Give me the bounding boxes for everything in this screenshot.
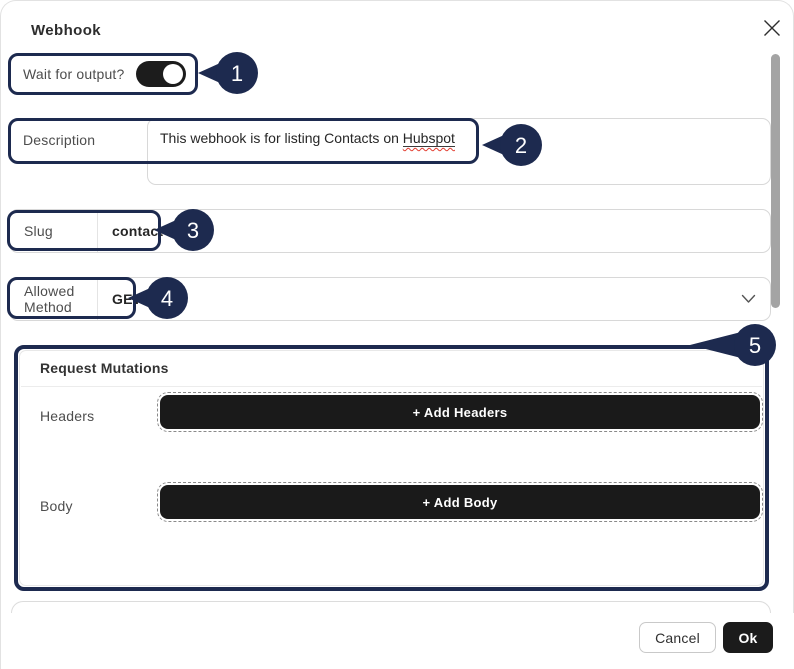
- svg-text:3: 3: [187, 218, 199, 243]
- allowed-method-label: Allowed Method: [24, 283, 75, 315]
- description-text: This webhook is for listing Contacts on: [160, 130, 403, 146]
- body-label: Body: [40, 498, 73, 514]
- slug-label-cell: Slug: [10, 210, 98, 252]
- cancel-button[interactable]: Cancel: [639, 622, 716, 653]
- request-mutations-card: [19, 350, 764, 586]
- annotation-callout-3: 3: [154, 209, 214, 251]
- svg-text:1: 1: [231, 61, 243, 86]
- vertical-scrollbar-thumb[interactable]: [771, 54, 780, 308]
- svg-text:4: 4: [161, 286, 173, 311]
- annotation-callout-1: 1: [198, 52, 258, 94]
- request-mutations-title: Request Mutations: [40, 360, 169, 376]
- close-button[interactable]: [759, 17, 785, 43]
- request-mutations-section: Request Mutations Headers + Add Headers …: [14, 345, 769, 591]
- section-divider: [21, 386, 762, 387]
- chevron-down-icon[interactable]: [741, 294, 756, 304]
- add-body-button[interactable]: + Add Body: [157, 482, 763, 522]
- wait-for-output-label: Wait for output?: [23, 66, 125, 82]
- ok-button[interactable]: Ok: [723, 622, 773, 653]
- wait-for-output-row: Wait for output?: [8, 53, 198, 95]
- wait-for-output-toggle[interactable]: [136, 61, 186, 87]
- page-title: Webhook: [31, 22, 102, 39]
- description-textarea[interactable]: This webhook is for listing Contacts on …: [147, 118, 771, 185]
- description-label: Description: [23, 132, 96, 148]
- toggle-knob: [163, 64, 183, 84]
- allowed-method-label-cell: Allowed Method: [10, 278, 98, 320]
- svg-text:5: 5: [749, 333, 761, 358]
- description-misspelled-word: Hubspot: [402, 130, 455, 147]
- slug-label: Slug: [24, 223, 53, 239]
- annotation-callout-4: 4: [128, 277, 188, 319]
- close-icon: [763, 19, 781, 42]
- svg-text:2: 2: [515, 133, 527, 158]
- headers-label: Headers: [40, 408, 95, 424]
- add-headers-button[interactable]: + Add Headers: [157, 392, 763, 432]
- allowed-method-field[interactable]: Allowed Method GET: [9, 277, 771, 321]
- annotation-callout-2: 2: [482, 124, 542, 166]
- slug-field[interactable]: Slug contact-list: [9, 209, 771, 253]
- annotation-callout-5: 5: [690, 324, 776, 366]
